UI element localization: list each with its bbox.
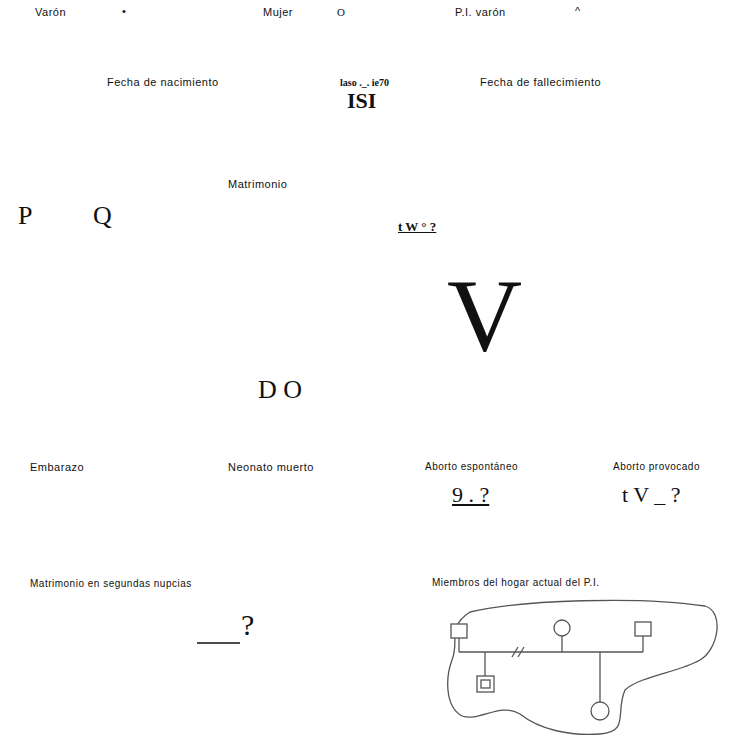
symbol-mark: V (447, 258, 522, 372)
symbol-caption: Embarazo (30, 461, 84, 473)
symbol-caption: P.I. varón (455, 6, 506, 18)
symbol-caption: Matrimonio (228, 178, 287, 190)
symbol-caption: Varón (35, 6, 66, 18)
symbol-mark: D O (258, 376, 302, 405)
symbol-mark: t V _ ? (622, 483, 680, 507)
symbol-caption: Neonato muerto (228, 461, 314, 473)
symbol-caption: Aborto espontáneo (425, 461, 518, 472)
symbol-mark: ^ (575, 5, 581, 17)
symbol-mark: Q (93, 202, 112, 231)
remarriage-line (197, 642, 240, 644)
symbol-caption: Fecha de nacimiento (107, 76, 219, 88)
symbol-mark: • (122, 5, 126, 17)
household-figure (448, 600, 717, 734)
symbol-caption: Matrimonio en segundas nupcias (30, 578, 192, 589)
symbol-mark: 9 . ? (452, 483, 489, 507)
symbol-caption: Aborto provocado (613, 461, 700, 472)
symbol-mark: O (337, 6, 345, 18)
symbol-mark: P (18, 202, 32, 231)
symbol-caption: Mujer (263, 6, 293, 18)
symbol-mark: ? (241, 608, 254, 641)
symbol-caption: Fecha de fallecimiento (480, 76, 601, 88)
symbol-caption: Miembros del hogar actual del P.I. (432, 577, 599, 588)
symbol-mark: laso ._. ie70 (340, 77, 389, 88)
symbol-mark: ISI (347, 89, 376, 113)
symbol-mark: t W ° ? (398, 220, 436, 234)
